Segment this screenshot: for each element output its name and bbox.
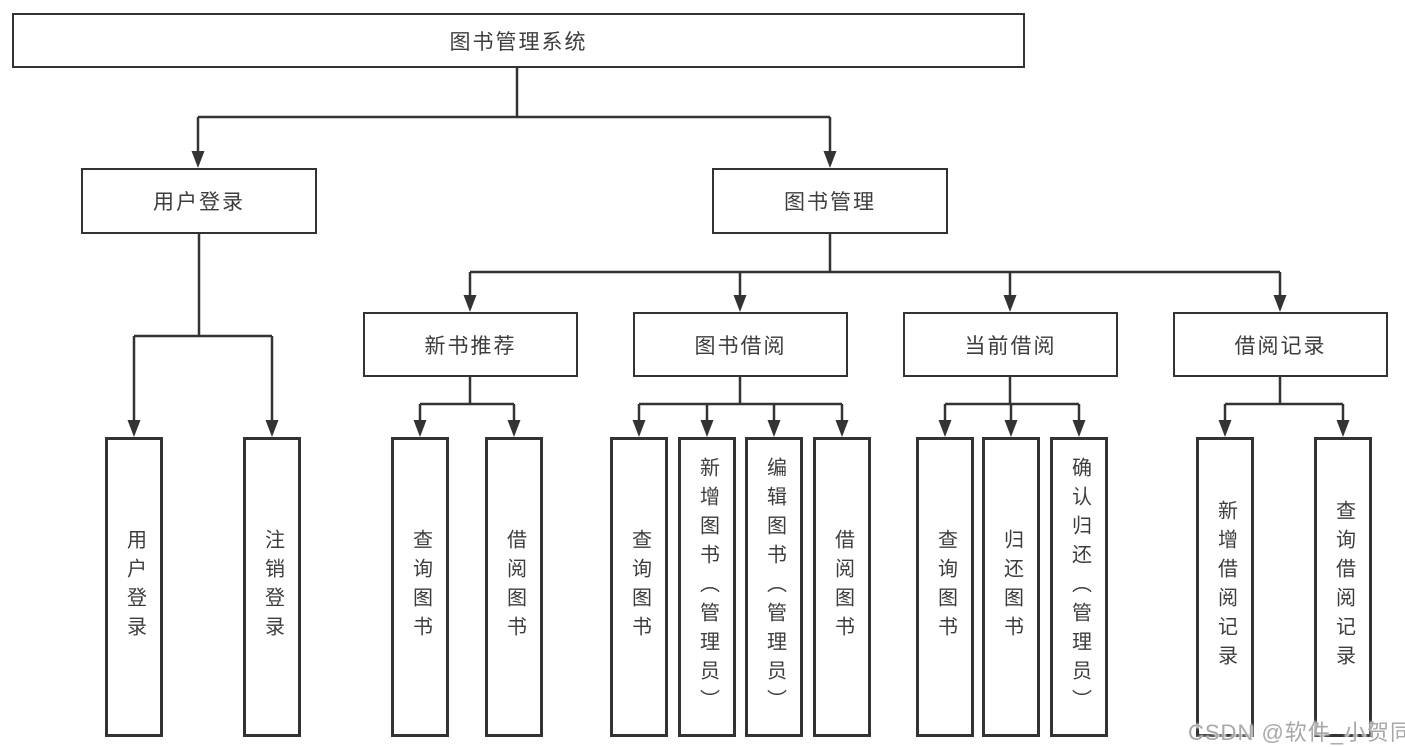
node-borrow-records-label: 借阅记录 — [1234, 334, 1327, 358]
leaf-add-borrow-record-label: 新增借阅记录 — [1214, 500, 1237, 674]
node-current-borrowing: 当前借阅 — [903, 312, 1118, 377]
csdn-watermark: CSDN @软件_小贺同学 — [1188, 720, 1405, 745]
node-current-borrowing-label: 当前借阅 — [964, 334, 1057, 358]
leaf-user-login-label: 用户登录 — [123, 529, 146, 645]
node-library-system: 图书管理系统 — [12, 13, 1025, 68]
leaf-logout-label: 注销登录 — [261, 529, 284, 645]
leaf-add-books-admin: 新增图书（管理员） — [678, 437, 736, 737]
leaf-add-borrow-record: 新增借阅记录 — [1196, 437, 1254, 737]
node-borrow-records: 借阅记录 — [1173, 312, 1388, 377]
node-new-book-recommend: 新书推荐 — [363, 312, 578, 377]
node-book-borrowing: 图书借阅 — [633, 312, 848, 377]
leaf-confirm-return-admin: 确认归还（管理员） — [1050, 437, 1108, 737]
leaf-borrowing-borrow-books: 借阅图书 — [813, 437, 871, 737]
leaf-return-books-label: 归还图书 — [1000, 529, 1023, 645]
leaf-query-borrow-record-label: 查询借阅记录 — [1332, 500, 1355, 674]
leaf-edit-books-admin: 编辑图书（管理员） — [745, 437, 803, 737]
leaf-edit-books-admin-label: 编辑图书（管理员） — [763, 456, 786, 718]
leaf-current-query-books: 查询图书 — [916, 437, 974, 737]
leaf-add-books-admin-label: 新增图书（管理员） — [696, 456, 719, 718]
leaf-user-login: 用户登录 — [105, 437, 163, 737]
leaf-borrowing-query-books: 查询图书 — [610, 437, 668, 737]
node-book-borrowing-label: 图书借阅 — [694, 334, 787, 358]
leaf-borrowing-borrow-books-label: 借阅图书 — [831, 529, 854, 645]
leaf-query-borrow-record: 查询借阅记录 — [1314, 437, 1372, 737]
node-library-system-label: 图书管理系统 — [449, 30, 588, 54]
leaf-recommend-borrow-books: 借阅图书 — [485, 437, 543, 737]
leaf-return-books: 归还图书 — [982, 437, 1040, 737]
leaf-current-query-books-label: 查询图书 — [934, 529, 957, 645]
leaf-recommend-query-books: 查询图书 — [391, 437, 449, 737]
leaf-logout: 注销登录 — [243, 437, 301, 737]
leaf-recommend-borrow-books-label: 借阅图书 — [503, 529, 526, 645]
node-book-management: 图书管理 — [712, 168, 948, 234]
leaf-borrowing-query-books-label: 查询图书 — [628, 529, 651, 645]
leaf-recommend-query-books-label: 查询图书 — [409, 529, 432, 645]
node-user-login-branch-label: 用户登录 — [153, 191, 245, 214]
node-user-login-branch: 用户登录 — [81, 168, 317, 234]
leaf-confirm-return-admin-label: 确认归还（管理员） — [1068, 456, 1091, 718]
node-new-book-recommend-label: 新书推荐 — [424, 334, 517, 358]
node-book-management-label: 图书管理 — [784, 191, 876, 214]
